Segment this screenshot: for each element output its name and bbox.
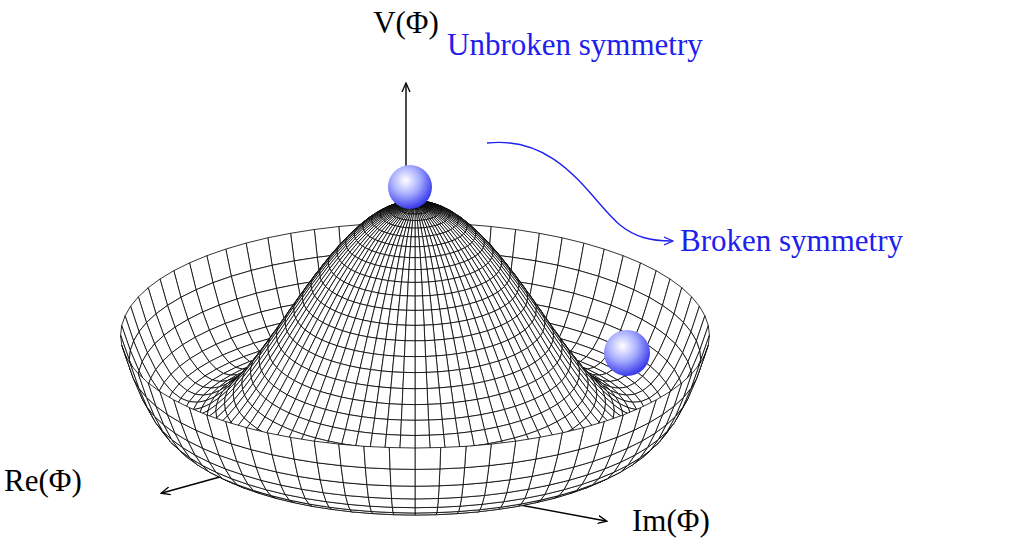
- mesh-cell: [423, 310, 433, 325]
- mesh-cell: [415, 310, 424, 325]
- im-axis: [520, 505, 606, 521]
- mesh-cell: [405, 325, 415, 341]
- mesh-cell: [415, 296, 423, 311]
- mesh-cell: [412, 209, 414, 214]
- mesh-cell: [422, 282, 430, 296]
- mesh-cell: [420, 257, 427, 269]
- mesh-cell: [411, 237, 416, 247]
- mesh-cell: [536, 233, 562, 265]
- mesh-cell: [415, 325, 425, 341]
- mesh-cell: [406, 238, 415, 247]
- mesh-cell: [411, 228, 415, 237]
- mesh-cell: [402, 269, 410, 282]
- mesh-cell: [415, 238, 424, 247]
- mesh-cell: [414, 209, 416, 214]
- mesh-cell: [408, 270, 415, 283]
- mesh-cell: [513, 230, 540, 261]
- mesh-cell: [268, 233, 294, 265]
- mesh-cell: [409, 258, 415, 270]
- mesh-cell: [396, 325, 406, 341]
- mesh-cell: [415, 258, 421, 270]
- mesh-cell: [399, 296, 408, 311]
- mesh-cell: [413, 214, 415, 220]
- mesh-cell: [400, 282, 408, 296]
- mesh-cell: [403, 257, 410, 269]
- mesh-cell: [397, 310, 407, 325]
- mesh-cell: [410, 247, 415, 258]
- mesh-cell: [415, 247, 420, 258]
- mesh-cell: [417, 209, 420, 214]
- mesh-cell: [407, 296, 415, 311]
- mesh-cell: [415, 221, 418, 229]
- mesh-cell: [423, 296, 432, 311]
- mesh-cell: [412, 221, 415, 229]
- mesh-cell: [408, 282, 416, 296]
- mesh-cell: [424, 325, 434, 341]
- mesh-cell: [421, 269, 429, 282]
- mesh-cell: [291, 230, 318, 261]
- mesh-cell: [411, 209, 414, 214]
- mesh-cell: [415, 237, 420, 247]
- mesh-cell: [415, 282, 423, 296]
- mesh-cell: [416, 209, 418, 214]
- mesh-cell: [406, 310, 415, 325]
- mesh-cell: [415, 270, 422, 283]
- potential-surface: [121, 201, 710, 515]
- mesh-cell: [415, 228, 419, 237]
